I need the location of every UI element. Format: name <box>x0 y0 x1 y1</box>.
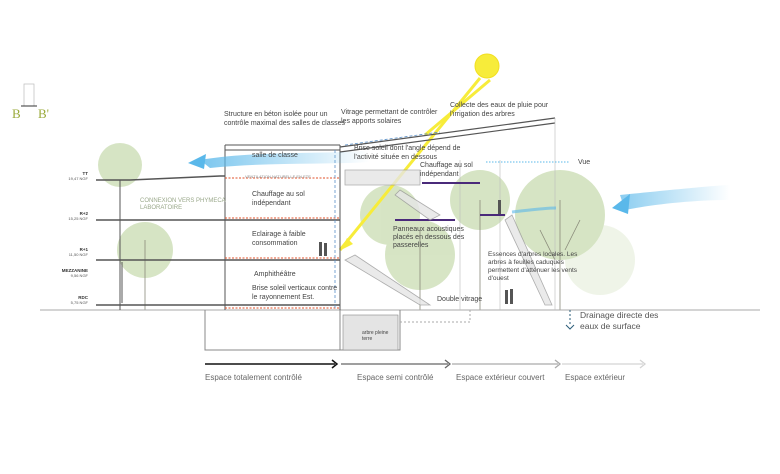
tree-pit <box>342 314 399 351</box>
stairs <box>344 169 553 306</box>
sun-ray-2 <box>424 78 491 137</box>
section-marker-right: B' <box>38 106 50 121</box>
wind-flow-right <box>620 185 730 210</box>
wind-flow-small <box>511 206 557 214</box>
building-structure <box>96 117 556 351</box>
legend-label-exterior: Espace extérieur <box>565 373 626 382</box>
walkway-floors <box>395 182 505 221</box>
wind-flow-left <box>200 150 370 168</box>
tree-far-right <box>565 225 635 295</box>
wind-arrow-right-icon <box>612 194 630 214</box>
people <box>319 200 513 304</box>
note-salle: salle de classe <box>252 152 298 159</box>
section-marker-icon <box>23 83 35 107</box>
sun-icon <box>474 53 500 79</box>
floor-heating-lines <box>225 177 340 309</box>
tree-trunks <box>144 200 581 310</box>
legend-label-covered: Espace extérieur couvert <box>456 373 545 382</box>
drainage-arrow-icon <box>565 324 575 330</box>
legend-label-controlled: Espace totalement contrôlé <box>205 373 302 382</box>
section-marker-left: B <box>12 106 21 121</box>
note-double-vitrage: Double vitrage <box>437 296 483 303</box>
note-ventilation: VENTILATION NATURELLE EN ETE <box>245 174 311 179</box>
legend-arrows <box>205 359 647 369</box>
wind-arrow-left-icon <box>188 154 206 169</box>
sun-ray-arrow-icon <box>341 238 353 250</box>
tree-left-top <box>98 143 142 187</box>
legend-label-semi: Espace semi contrôlé <box>357 373 434 382</box>
glazing-roof-line <box>344 131 441 146</box>
note-amphi: Amphithéâtre <box>254 271 296 278</box>
note-vue: Vue <box>578 159 591 166</box>
